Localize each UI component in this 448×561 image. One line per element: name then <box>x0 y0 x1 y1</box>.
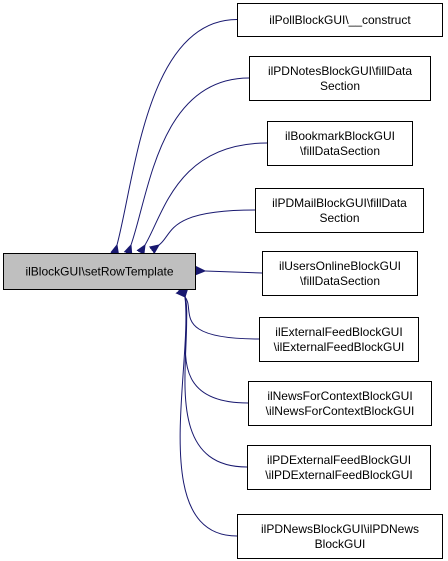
root-function-node[interactable]: ilBlockGUI\setRowTemplate <box>3 253 196 290</box>
caller-function-node-label-line: Section <box>320 79 360 93</box>
caller-function-node-label-line: \ilExternalFeedBlockGUI <box>274 340 405 354</box>
call-edge <box>185 297 260 340</box>
call-edge <box>185 297 248 468</box>
caller-function-node-box <box>267 121 413 166</box>
caller-function-node-label-line: ilPDNewsBlockGUI\ilPDNews <box>261 522 419 536</box>
caller-function-node[interactable]: ilPDExternalFeedBlockGUI\ilPDExternalFee… <box>247 445 431 490</box>
caller-function-node-label-line: Section <box>319 211 359 225</box>
caller-function-node-box <box>259 317 419 362</box>
root-function-node-box <box>3 253 196 290</box>
caller-function-node-label-line: \fillDataSection <box>300 144 380 158</box>
call-edge <box>180 297 238 537</box>
caller-function-node-label-line: ilExternalFeedBlockGUI <box>275 325 402 339</box>
caller-function-node-label-line: BlockGUI <box>315 537 366 551</box>
caller-function-node-box <box>255 188 424 233</box>
call-edge <box>117 19 238 246</box>
caller-function-node-label-line: ilUsersOnlineBlockGUI <box>279 259 401 273</box>
caller-function-node[interactable]: ilPDNotesBlockGUI\fillDataSection <box>249 56 431 101</box>
caller-function-node[interactable]: ilExternalFeedBlockGUI\ilExternalFeedBlo… <box>259 317 419 362</box>
call-edge <box>145 142 268 245</box>
caller-function-node-box <box>237 514 443 559</box>
caller-function-node-label-line: ilBookmarkBlockGUI <box>285 129 395 143</box>
caller-function-node-label-line: ilPollBlockGUI\__construct <box>269 13 411 27</box>
call-edge <box>185 297 249 404</box>
caller-function-node[interactable]: ilPDMailBlockGUI\fillDataSection <box>255 188 424 233</box>
caller-function-node[interactable]: ilPollBlockGUI\__construct <box>237 3 443 37</box>
caller-function-node-label-line: ilPDMailBlockGUI\fillData <box>272 196 407 210</box>
call-edge <box>205 271 263 273</box>
caller-function-node[interactable]: ilNewsForContextBlockGUI\ilNewsForContex… <box>248 381 432 426</box>
caller-function-node-box <box>262 251 418 296</box>
caller-function-node[interactable]: ilUsersOnlineBlockGUI\fillDataSection <box>262 251 418 296</box>
caller-function-node[interactable]: ilBookmarkBlockGUI\fillDataSection <box>267 121 413 166</box>
caller-function-node-box <box>249 56 431 101</box>
root-function-node-label-line: ilBlockGUI\setRowTemplate <box>25 265 173 279</box>
call-edge <box>131 77 250 245</box>
caller-function-node-label-line: ilPDExternalFeedBlockGUI <box>267 453 411 467</box>
caller-function-node-box <box>248 381 432 426</box>
caller-function-node[interactable]: ilPDNewsBlockGUI\ilPDNewsBlockGUI <box>237 514 443 559</box>
caller-function-node-label-line: \fillDataSection <box>300 274 380 288</box>
caller-function-node-label-line: \ilNewsForContextBlockGUI <box>266 404 415 418</box>
edges-layer <box>117 19 268 537</box>
caller-function-node-box <box>237 3 443 37</box>
caller-function-node-label-line: ilNewsForContextBlockGUI <box>267 389 412 403</box>
call-edge <box>159 209 256 245</box>
caller-function-node-label-line: ilPDNotesBlockGUI\fillData <box>268 64 412 78</box>
caller-function-node-box <box>247 445 431 490</box>
caller-function-node-label-line: \ilPDExternalFeedBlockGUI <box>265 468 412 482</box>
nodes-layer: ilBlockGUI\setRowTemplate ilPollBlockGUI\… <box>3 3 443 559</box>
